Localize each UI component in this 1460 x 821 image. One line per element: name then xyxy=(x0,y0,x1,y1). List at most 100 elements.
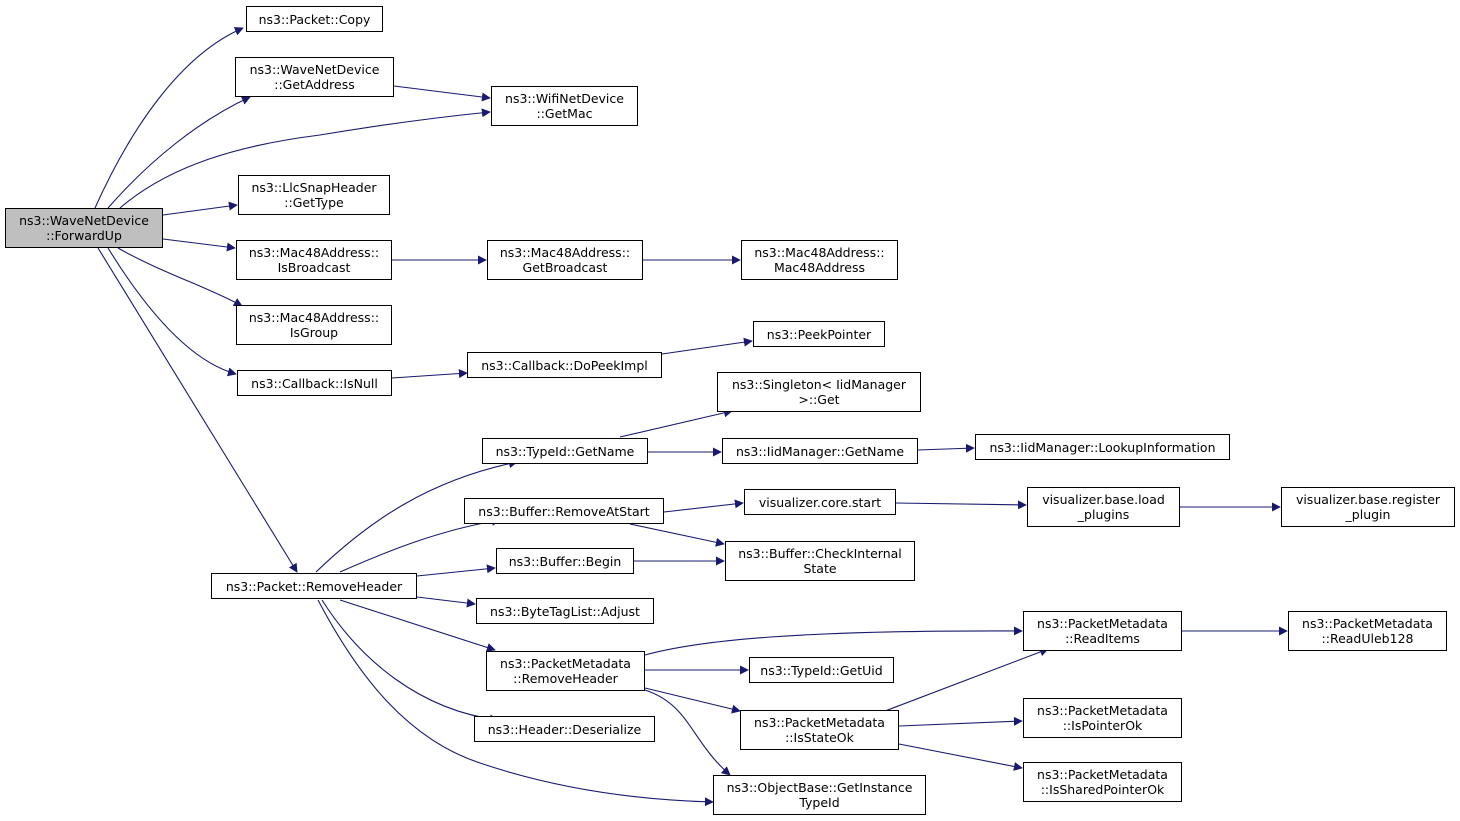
node-label-line1: ns3::WaveNetDevice xyxy=(19,213,149,228)
node-label-line1: ns3::Buffer::CheckInternal xyxy=(738,546,902,561)
node-callback-isnull[interactable]: ns3::Callback::IsNull xyxy=(237,370,392,396)
node-bytetaglist-adjust[interactable]: ns3::ByteTagList::Adjust xyxy=(476,598,654,624)
node-label-line2: >::Get xyxy=(798,392,840,407)
edge-iidmanager-getname-to-lookup xyxy=(917,443,975,453)
node-label-line1: ns3::WaveNetDevice xyxy=(249,62,380,77)
node-label: ns3::Callback::IsNull xyxy=(251,375,378,391)
edge-isstateok-to-ispointerok xyxy=(898,716,1023,727)
edge-forwardup-to-wave-getaddress xyxy=(107,96,251,209)
node-label-line1: ns3::WifiNetDevice xyxy=(505,91,624,106)
node-label-line1: ns3::PacketMetadata xyxy=(1037,703,1168,718)
node-iidmanager-lookupinformation[interactable]: ns3::IidManager::LookupInformation xyxy=(975,434,1230,460)
node-label-line1: visualizer.base.load xyxy=(1042,492,1165,507)
node-packet-copy[interactable]: ns3::Packet::Copy xyxy=(246,6,383,32)
node-label: ns3::IidManager::GetName xyxy=(735,443,905,459)
node-label-line2: IsGroup xyxy=(289,325,339,340)
node-label-line1: ns3::PacketMetadata xyxy=(1037,767,1168,782)
node-label-line2: ::IsStateOk xyxy=(785,730,854,745)
edge-isstateok-to-issharedpointerok xyxy=(898,743,1023,771)
node-label-line2: ::GetType xyxy=(284,195,344,210)
edge-removeheader-to-typeid-getname xyxy=(315,459,518,573)
node-llcsnapheader-gettype[interactable]: ns3::LlcSnapHeader ::GetType xyxy=(238,175,390,215)
edge-removeheader-to-pm-removeheader xyxy=(339,599,496,652)
edge-forwardup-to-packet-removeheader xyxy=(97,247,298,573)
node-label-line2: ::GetMac xyxy=(536,106,593,121)
node-mac48address-isbroadcast[interactable]: ns3::Mac48Address:: IsBroadcast xyxy=(236,240,392,280)
edge-dopeekimpl-to-peekpointer xyxy=(661,337,753,355)
node-singleton-iidmanager-get[interactable]: ns3::Singleton< IidManager >::Get xyxy=(717,372,921,412)
edge-pm-removeheader-to-readitems xyxy=(644,626,1023,656)
node-label-line1: ns3::PacketMetadata xyxy=(1037,616,1168,631)
node-label: ns3::TypeId::GetName xyxy=(495,443,635,459)
edge-typeid-getname-to-singleton xyxy=(619,408,733,438)
edge-removeheader-to-header-deserialize xyxy=(321,599,499,724)
node-label: ns3::Packet::Copy xyxy=(258,11,371,27)
node-typeid-getuid[interactable]: ns3::TypeId::GetUid xyxy=(749,657,894,683)
edge-removeheader-to-removeatstart xyxy=(339,516,501,573)
node-packetmetadata-readuleb128[interactable]: ns3::PacketMetadata ::ReadUleb128 xyxy=(1288,611,1447,651)
node-header-deserialize[interactable]: ns3::Header::Deserialize xyxy=(474,716,655,742)
edge-removeheader-to-buffer-begin xyxy=(416,564,496,577)
node-peekpointer[interactable]: ns3::PeekPointer xyxy=(753,321,885,347)
edge-removeheader-to-getinstancetypeid xyxy=(317,599,714,807)
node-label-line2: IsBroadcast xyxy=(277,260,351,275)
node-label-line2: TypeId xyxy=(799,795,840,810)
edge-removeatstart-to-checkinternal xyxy=(629,523,725,547)
node-label-line1: ns3::PacketMetadata xyxy=(754,715,885,730)
node-label-line2: ::IsSharedPointerOk xyxy=(1040,782,1165,797)
node-label-line2: ::IsPointerOk xyxy=(1062,718,1143,733)
node-visualizer-core-start[interactable]: visualizer.core.start xyxy=(744,489,896,515)
node-label: ns3::Callback::DoPeekImpl xyxy=(481,357,648,373)
edge-removeatstart-to-core-start xyxy=(663,499,744,513)
node-mac48address-mac48address[interactable]: ns3::Mac48Address:: Mac48Address xyxy=(741,240,898,280)
node-callback-dopeekimpl[interactable]: ns3::Callback::DoPeekImpl xyxy=(467,352,662,378)
node-label-line2: ::ForwardUp xyxy=(46,228,122,243)
node-label: ns3::PeekPointer xyxy=(766,326,872,342)
node-label: ns3::Buffer::Begin xyxy=(508,553,622,569)
node-label-line1: ns3::Mac48Address:: xyxy=(499,245,631,260)
node-mac48address-isgroup[interactable]: ns3::Mac48Address:: IsGroup xyxy=(236,305,392,345)
node-packetmetadata-readitems[interactable]: ns3::PacketMetadata ::ReadItems xyxy=(1023,611,1182,651)
edge-isnull-to-dopeekimpl xyxy=(391,369,468,379)
node-packetmetadata-ispointerok[interactable]: ns3::PacketMetadata ::IsPointerOk xyxy=(1023,698,1182,738)
edge-forwardup-to-isgroup xyxy=(117,247,243,307)
node-wavenetdevice-forwardup: ns3::WaveNetDevice ::ForwardUp xyxy=(5,208,163,248)
node-label-line2: ::RemoveHeader xyxy=(513,671,618,686)
node-wifinetdevice-getmac[interactable]: ns3::WifiNetDevice ::GetMac xyxy=(491,86,638,126)
node-label-line2: ::ReadUleb128 xyxy=(1321,631,1414,646)
node-label-line1: ns3::PacketMetadata xyxy=(1302,616,1433,631)
node-label-line1: ns3::PacketMetadata xyxy=(500,656,631,671)
edge-forwardup-to-isnull xyxy=(107,247,237,377)
node-visualizer-base-load-plugins[interactable]: visualizer.base.load _plugins xyxy=(1027,487,1180,527)
node-label-line1: ns3::ObjectBase::GetInstance xyxy=(726,780,913,795)
node-mac48address-getbroadcast[interactable]: ns3::Mac48Address:: GetBroadcast xyxy=(487,240,643,280)
node-packetmetadata-isstateok[interactable]: ns3::PacketMetadata ::IsStateOk xyxy=(740,710,899,750)
node-label-line1: ns3::Singleton< IidManager xyxy=(731,377,907,392)
node-label-line2: Mac48Address xyxy=(773,260,865,275)
node-buffer-checkinternalstate[interactable]: ns3::Buffer::CheckInternal State xyxy=(725,541,915,581)
edge-removeheader-to-bytetaglist xyxy=(416,596,476,608)
edge-forwardup-to-wifi-getmac xyxy=(119,108,491,209)
edge-forwardup-to-packet-copy xyxy=(94,27,244,209)
node-buffer-removeatstart[interactable]: ns3::Buffer::RemoveAtStart xyxy=(464,498,664,524)
node-label-line2: ::ReadItems xyxy=(1065,631,1140,646)
edge-pm-removeheader-to-isstateok xyxy=(644,687,741,714)
node-visualizer-base-register-plugin[interactable]: visualizer.base.register _plugin xyxy=(1281,487,1455,527)
node-label: ns3::Buffer::RemoveAtStart xyxy=(478,503,650,519)
node-packetmetadata-removeheader[interactable]: ns3::PacketMetadata ::RemoveHeader xyxy=(486,651,645,691)
node-label: ns3::ByteTagList::Adjust xyxy=(490,603,640,619)
node-label-line2: ::GetAddress xyxy=(274,77,355,92)
node-packetmetadata-issharedpointerok[interactable]: ns3::PacketMetadata ::IsSharedPointerOk xyxy=(1023,762,1182,802)
node-buffer-begin[interactable]: ns3::Buffer::Begin xyxy=(496,548,634,574)
node-wavenetdevice-getaddress[interactable]: ns3::WaveNetDevice ::GetAddress xyxy=(235,57,394,97)
node-packet-removeheader[interactable]: ns3::Packet::RemoveHeader xyxy=(211,573,417,599)
edge-wave-getaddress-to-wifi-getmac xyxy=(393,85,491,102)
node-iidmanager-getname[interactable]: ns3::IidManager::GetName xyxy=(722,438,918,464)
node-typeid-getname[interactable]: ns3::TypeId::GetName xyxy=(482,438,648,464)
node-label: visualizer.core.start xyxy=(758,494,882,510)
node-label-line2: _plugin xyxy=(1345,507,1391,522)
node-objectbase-getinstancetypeid[interactable]: ns3::ObjectBase::GetInstance TypeId xyxy=(713,775,926,815)
edge-forwardup-to-isbroadcast xyxy=(162,238,236,252)
